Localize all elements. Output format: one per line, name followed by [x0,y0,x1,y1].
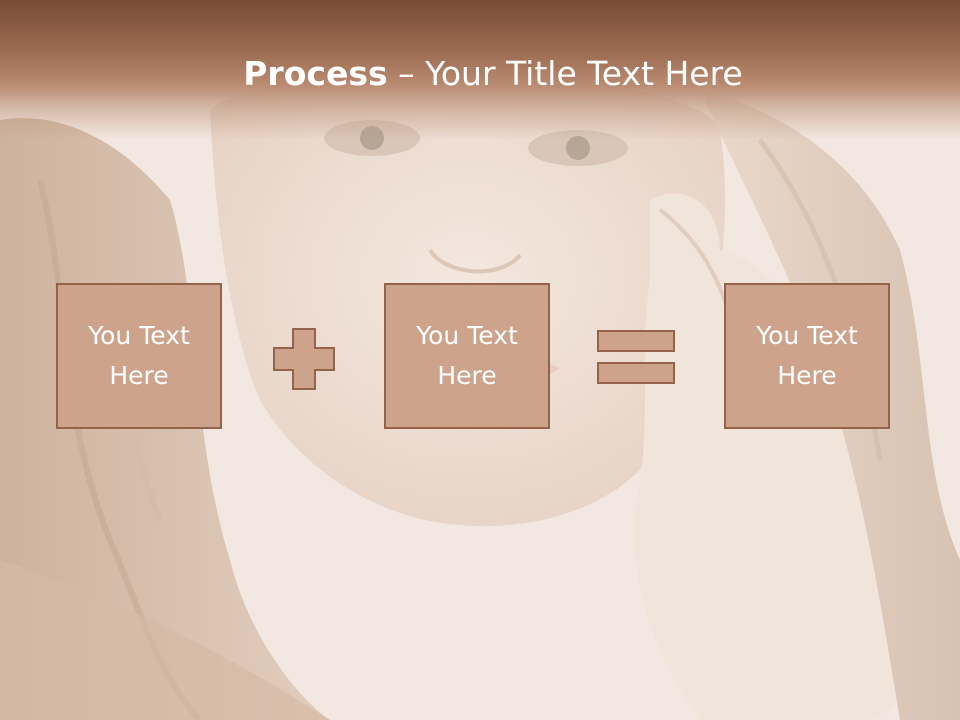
process-box-2-line1: You Text [416,321,518,350]
title-rest-text: – Your Title Text Here [387,54,743,93]
plus-icon [273,328,335,390]
title-band [0,0,960,140]
process-box-2-line2: Here [437,361,497,390]
process-box-2[interactable]: You Text Here [384,283,550,429]
process-box-1-line2: Here [109,361,169,390]
title-bold-text: Process [243,54,388,93]
process-box-1[interactable]: You Text Here [56,283,222,429]
process-box-1-line1: You Text [88,321,190,350]
process-box-3-line1: You Text [756,321,858,350]
equals-icon [597,330,675,384]
slide-title[interactable]: Process – Your Title Text Here [0,52,960,96]
process-box-3-line2: Here [777,361,837,390]
process-box-3[interactable]: You Text Here [724,283,890,429]
